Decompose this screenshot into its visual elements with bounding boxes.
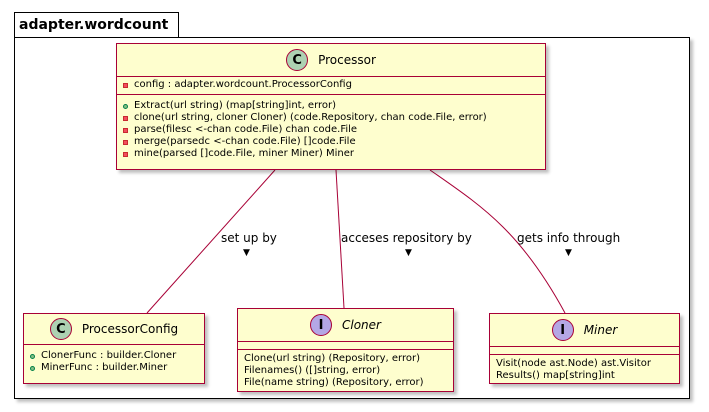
public-visibility-icon bbox=[30, 353, 35, 359]
method-text: parse(filesc <-chan code.File) chan code… bbox=[134, 124, 358, 135]
private-visibility-icon bbox=[123, 82, 128, 88]
class-name: ProcessorConfig bbox=[81, 322, 179, 336]
method-row: parse(filesc <-chan code.File) chan code… bbox=[123, 124, 539, 136]
processor-class[interactable]: C Processor config : adapter.wordcount.P… bbox=[116, 43, 546, 170]
public-visibility-icon bbox=[30, 365, 35, 371]
private-visibility-icon bbox=[123, 127, 128, 133]
method-row: merge(parsedc <-chan code.File) []code.F… bbox=[123, 136, 539, 148]
package-tab: adapter.wordcount bbox=[14, 12, 179, 38]
private-visibility-icon bbox=[123, 151, 128, 157]
private-visibility-icon bbox=[123, 115, 128, 121]
method-text: Visit(node ast.Node) ast.Visitor bbox=[496, 358, 651, 369]
miner-interface-header: I Miner bbox=[490, 314, 679, 347]
method-text: Extract(url string) (map[string]int, err… bbox=[134, 100, 337, 111]
method-row: Filenames() ([]string, error) bbox=[244, 365, 447, 377]
miner-fields bbox=[490, 347, 679, 355]
relation-label-miner: gets info through bbox=[517, 231, 621, 245]
cloner-interface[interactable]: I Cloner Clone(url string) (Repository, … bbox=[237, 308, 454, 392]
field-text: MinerFunc : builder.Miner bbox=[41, 362, 168, 373]
relation-line-miner bbox=[429, 169, 566, 314]
method-text: Filenames() ([]string, error) bbox=[244, 365, 381, 376]
method-row: clone(url string, cloner Cloner) (code.R… bbox=[123, 112, 539, 124]
processor-config-class-header: C ProcessorConfig bbox=[24, 314, 204, 345]
package-name: adapter.wordcount bbox=[19, 17, 169, 33]
miner-methods: Visit(node ast.Node) ast.Visitor Results… bbox=[490, 355, 679, 384]
method-row: Results() map[string]int bbox=[496, 370, 673, 382]
private-visibility-icon bbox=[123, 139, 128, 145]
method-text: Results() map[string]int bbox=[496, 370, 615, 381]
method-row: mine(parsed []code.File, miner Miner) Mi… bbox=[123, 148, 539, 160]
method-text: mine(parsed []code.File, miner Miner) Mi… bbox=[134, 148, 354, 159]
field-row: MinerFunc : builder.Miner bbox=[30, 362, 198, 374]
method-text: merge(parsedc <-chan code.File) []code.F… bbox=[134, 136, 356, 147]
processor-class-header: C Processor bbox=[117, 44, 545, 77]
direction-arrow-icon: ▼ bbox=[565, 248, 572, 258]
miner-interface[interactable]: I Miner Visit(node ast.Node) ast.Visitor… bbox=[489, 313, 680, 384]
cloner-methods: Clone(url string) (Repository, error) Fi… bbox=[238, 350, 453, 391]
interface-name: Miner bbox=[583, 323, 618, 337]
processor-methods: Extract(url string) (map[string]int, err… bbox=[117, 95, 545, 162]
method-row: File(name string) (Repository, error) bbox=[244, 377, 447, 389]
direction-arrow-icon: ▼ bbox=[243, 248, 250, 258]
processor-config-fields: ClonerFunc : builder.Cloner MinerFunc : … bbox=[24, 345, 204, 376]
method-row: Clone(url string) (Repository, error) bbox=[244, 353, 447, 365]
field-text: config : adapter.wordcount.ProcessorConf… bbox=[134, 79, 352, 90]
class-name: Processor bbox=[318, 53, 376, 67]
relation-line-config bbox=[146, 169, 276, 314]
interface-badge-icon: I bbox=[310, 314, 332, 336]
direction-arrow-icon: ▼ bbox=[405, 248, 412, 258]
relation-line-cloner bbox=[335, 169, 345, 309]
method-text: Clone(url string) (Repository, error) bbox=[244, 353, 421, 364]
method-row: Extract(url string) (map[string]int, err… bbox=[123, 100, 539, 112]
class-badge-icon: C bbox=[286, 49, 309, 71]
package-frame bbox=[14, 37, 690, 399]
public-visibility-icon bbox=[123, 103, 128, 109]
relation-label-config: set up by bbox=[221, 231, 277, 245]
relation-label-cloner: acceses repository by bbox=[341, 231, 472, 245]
processor-config-class[interactable]: C ProcessorConfig ClonerFunc : builder.C… bbox=[23, 313, 205, 384]
cloner-fields bbox=[238, 342, 453, 350]
interface-badge-icon: I bbox=[551, 319, 574, 341]
interface-name: Cloner bbox=[342, 318, 381, 332]
method-text: File(name string) (Repository, error) bbox=[244, 377, 424, 388]
field-text: ClonerFunc : builder.Cloner bbox=[41, 350, 177, 361]
processor-fields: config : adapter.wordcount.ProcessorConf… bbox=[117, 77, 545, 95]
class-badge-icon: C bbox=[49, 318, 72, 340]
method-text: clone(url string, cloner Cloner) (code.R… bbox=[134, 112, 487, 123]
field-row: ClonerFunc : builder.Cloner bbox=[30, 350, 198, 362]
method-row: Visit(node ast.Node) ast.Visitor bbox=[496, 358, 673, 370]
cloner-interface-header: I Cloner bbox=[238, 309, 453, 342]
field-row: config : adapter.wordcount.ProcessorConf… bbox=[123, 79, 539, 91]
